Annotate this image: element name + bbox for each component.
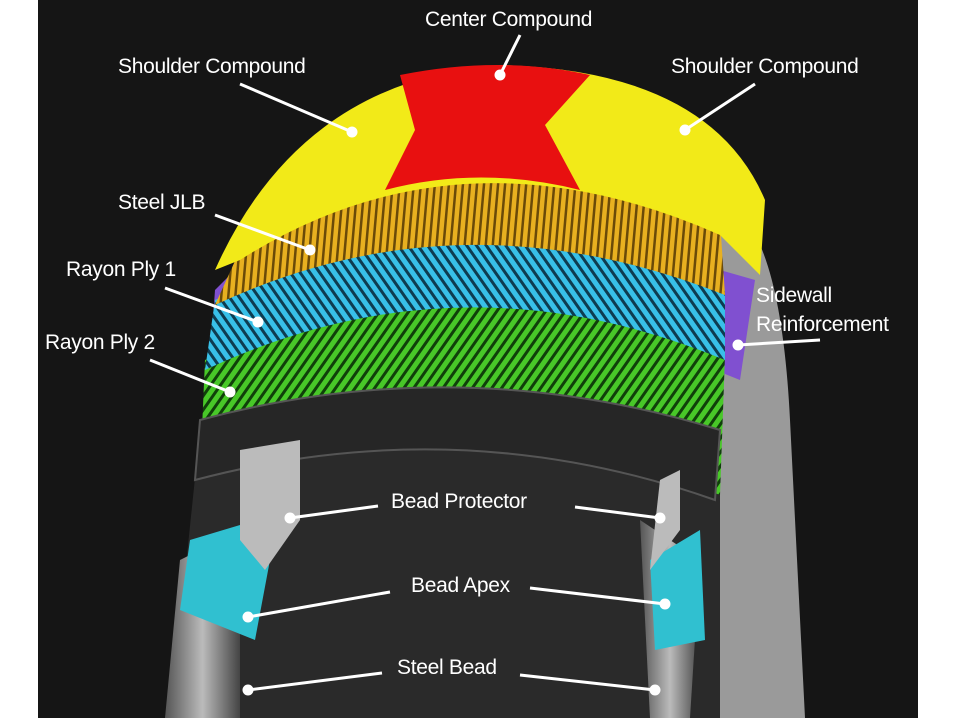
bead-apex-right bbox=[650, 530, 705, 650]
label-rayon-ply-1: Rayon Ply 1 bbox=[66, 258, 176, 281]
tread-center bbox=[385, 65, 590, 190]
leader-lines bbox=[149, 34, 821, 696]
inner-liner bbox=[193, 386, 722, 502]
label-bead-protector: Bead Protector bbox=[391, 490, 527, 513]
label-center-compound: Center Compound bbox=[425, 8, 593, 31]
rayon-ply-1 bbox=[205, 242, 725, 370]
bead-protector-left bbox=[240, 440, 300, 570]
label-rayon-ply-2: Rayon Ply 2 bbox=[45, 331, 155, 354]
label-shoulder-compound-right: Shoulder Compound bbox=[671, 55, 859, 78]
label-sidewall: Sidewall bbox=[756, 284, 832, 307]
label-steel-bead: Steel Bead bbox=[397, 656, 497, 679]
bead-apex-left bbox=[180, 525, 270, 640]
label-shoulder-compound-left: Shoulder Compound bbox=[118, 55, 306, 78]
label-bead-apex: Bead Apex bbox=[411, 574, 510, 597]
label-reinforcement: Reinforcement bbox=[756, 313, 889, 336]
label-steel-jlb: Steel JLB bbox=[118, 191, 206, 214]
rim-interior bbox=[170, 430, 720, 718]
